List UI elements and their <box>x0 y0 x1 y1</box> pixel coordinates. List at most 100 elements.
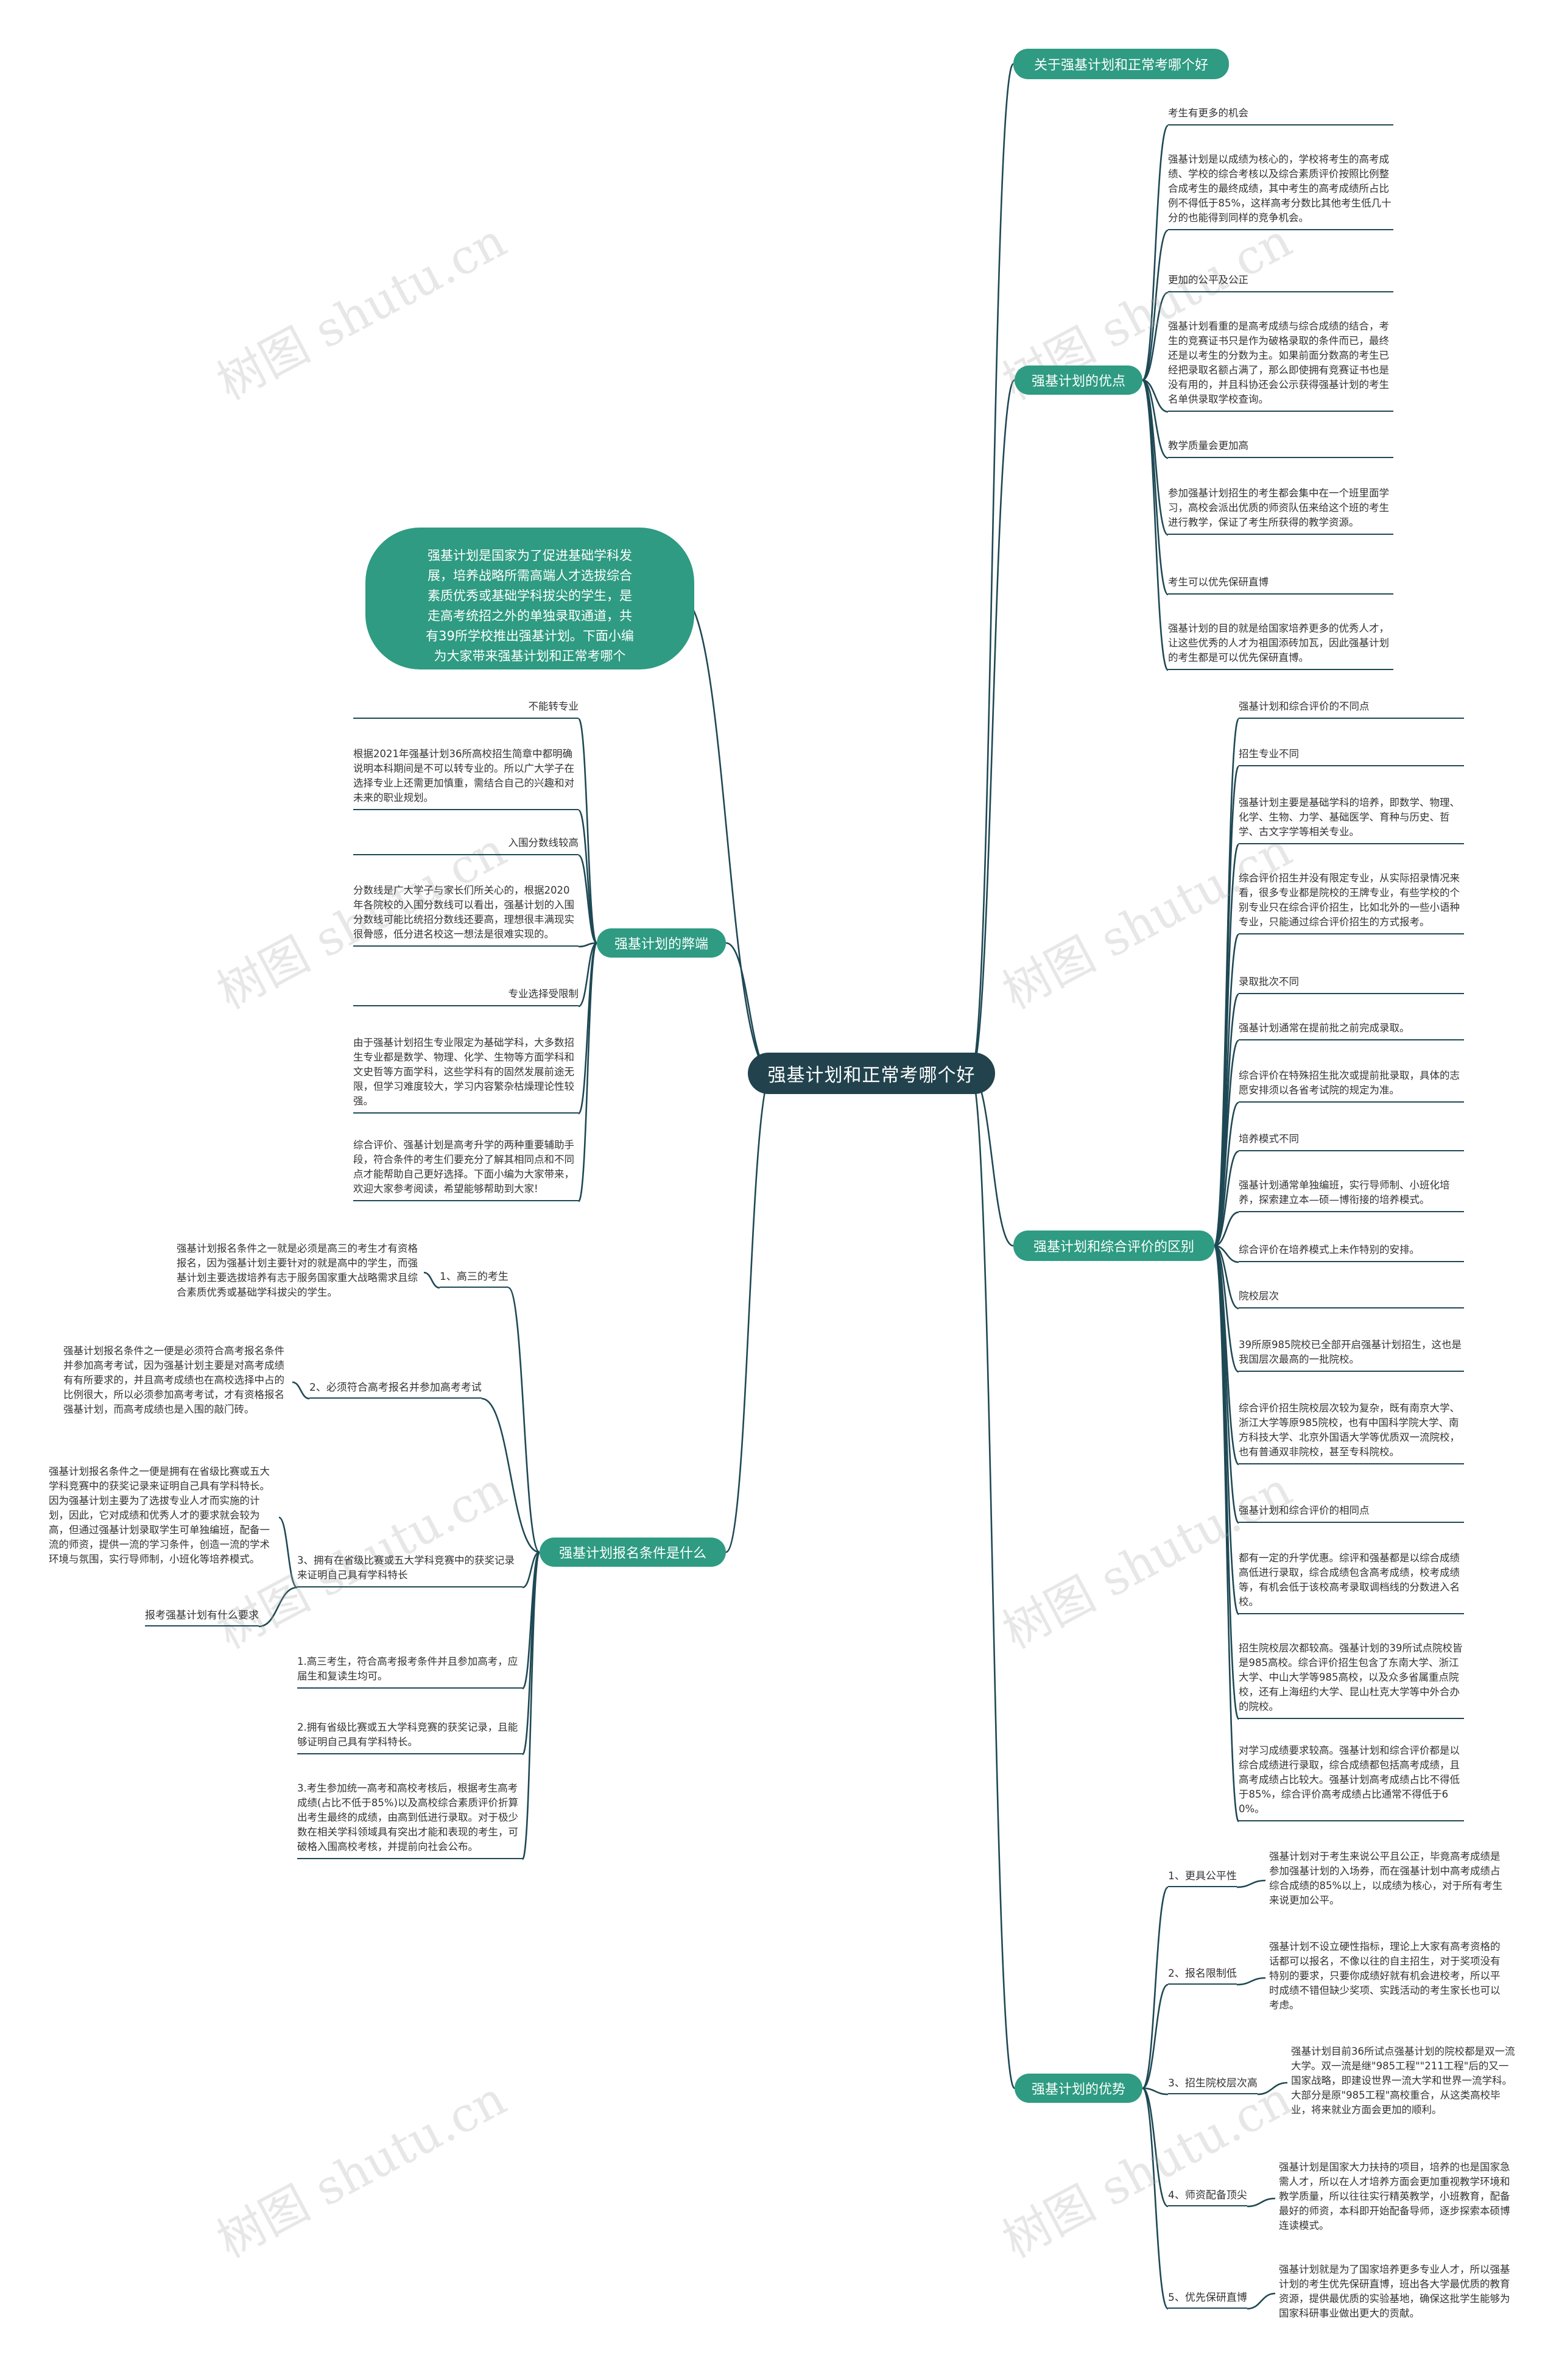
connector-line <box>578 942 597 1008</box>
connector-line <box>1213 1245 1240 1823</box>
diff-item: 招生院校层次都较高。强基计划的39所试点院校皆是985高校。综合评价招生包含了东… <box>1239 1641 1464 1719</box>
connector-line <box>577 942 598 1202</box>
cons-item: 专业选择受限制 <box>353 987 579 1006</box>
diff-item: 都有一定的升学优惠。综评和强基都是以综合成绩高低进行录取，综合成绩包含高考成绩，… <box>1239 1551 1464 1614</box>
connector-line <box>1247 2197 1276 2208</box>
cons-item: 不能转专业 <box>353 699 579 719</box>
connector-line <box>1142 2087 1169 2096</box>
cons-item: 综合评价、强基计划是高考升学的两种重要辅助手段，符合条件的考生们要充分了解其相同… <box>353 1138 579 1201</box>
connector-line <box>1213 843 1240 1247</box>
diff-item: 强基计划和综合评价的不同点 <box>1239 699 1464 719</box>
branch-about[interactable]: 关于强基计划和正常考哪个好 <box>1013 49 1229 79</box>
connector-line <box>1214 1101 1239 1247</box>
connector-line <box>577 718 598 944</box>
connector-line <box>1142 1983 1169 2089</box>
diff-item: 院校层次 <box>1239 1289 1464 1308</box>
req-item: 2、必须符合高考报名并参加高考考试 <box>309 1380 482 1399</box>
pros-item: 强基计划的目的就是给国家培养更多的优秀人才，让这些优秀的人才为祖国添砖加瓦，因此… <box>1168 621 1393 670</box>
connector-line <box>1142 291 1169 381</box>
connector-line <box>970 379 1016 1075</box>
connector-line <box>1142 2087 1169 2208</box>
connector-line <box>1142 229 1169 381</box>
connector-line <box>1141 379 1169 671</box>
req-item: 3、拥有在省级比赛或五大学科竞赛中的获奖记录来证明自己具有学科特长 <box>297 1553 523 1587</box>
connector-line <box>522 1551 540 1589</box>
diff-item: 综合评价招生并没有限定专业，从实际招录情况来看，很多专业都是院校的王牌专业，有些… <box>1239 871 1464 934</box>
connector-line <box>681 598 773 1075</box>
pros-item: 教学质量会更加高 <box>1168 439 1393 458</box>
branch-req[interactable]: 强基计划报名条件是什么 <box>540 1538 726 1567</box>
connector-line <box>1214 1211 1239 1247</box>
cons-item: 由于强基计划招生专业限定为基础学科，大多数招生专业都是数学、物理、化学、生物等方… <box>353 1036 579 1114</box>
pros-item: 参加强基计划招生的考生都会集中在一个班里面学习，高校会派出优质的师资队伍来给这个… <box>1168 486 1393 535</box>
req-detail: 强基计划报名条件之一就是必须是高三的考生才有资格报名，因为强基计划主要针对的就是… <box>177 1243 418 1298</box>
connector-line <box>1236 1977 1266 1986</box>
root-topic[interactable]: 强基计划和正常考哪个好 <box>748 1053 995 1094</box>
req-rule: 3.考生参加统一高考和高校考核后，根据考生高考成绩(占比不低于85%)以及高校综… <box>297 1781 523 1859</box>
diff-item: 综合评价招生院校层次较为复杂，既有南京大学、浙江大学等原985院校，也有中国科学… <box>1239 1401 1464 1464</box>
adv-detail: 强基计划对于考生来说公平且公正，毕竟高考成绩是参加强基计划的入场券，而在强基计划… <box>1269 1851 1503 1906</box>
pros-item: 考生有更多的机会 <box>1168 106 1393 125</box>
intro-bubble[interactable]: 强基计划是国家为了促进基础学科发展，培养战略所需高端人才选拔综合素质优秀或基础学… <box>365 528 694 683</box>
branch-adv[interactable]: 强基计划的优势 <box>1015 2074 1142 2103</box>
connector-line <box>258 1586 298 1628</box>
req-rule: 1.高三考生，符合高考报考条件并且参加高考，应届生和复读生均可。 <box>297 1654 523 1689</box>
diff-item: 培养模式不同 <box>1239 1132 1464 1151</box>
connector-line <box>1142 379 1169 413</box>
connector-line <box>521 1551 541 1860</box>
diff-item: 综合评价在培养模式上未作特别的安排。 <box>1239 1243 1464 1262</box>
req-detail: 强基计划报名条件之一便是必须符合高考报名条件并参加高考考试，因为强基计划主要是对… <box>63 1345 284 1415</box>
connector-line <box>1214 1245 1239 1373</box>
cons-item: 根据2021年强基计划36所高校招生简章中都明确说明本科期间是不可以转专业的。所… <box>353 747 579 810</box>
connector-line <box>1236 1879 1266 1888</box>
connector-line <box>970 1072 1016 2089</box>
req-note: 报考强基计划有什么要求 <box>145 1608 259 1626</box>
branch-diff[interactable]: 强基计划和综合评价的区别 <box>1013 1231 1214 1261</box>
cons-item: 入围分数线较高 <box>353 836 579 855</box>
diff-item: 综合评价在特殊招生批次或提前批录取，具体的志愿安排须以各省考试院的规定为准。 <box>1239 1068 1464 1103</box>
adv-item: 3、招生院校层次高 <box>1168 2076 1258 2094</box>
diff-item: 强基计划和综合评价的相同点 <box>1239 1503 1464 1523</box>
pros-item: 考生可以优先保研直博 <box>1168 575 1393 595</box>
adv-item: 5、优先保研直博 <box>1168 2290 1247 2309</box>
connector-line <box>1141 379 1169 596</box>
branch-cons[interactable]: 强基计划的弊端 <box>597 928 726 958</box>
connector-line <box>970 63 1015 1075</box>
pros-item: 更加的公平及公正 <box>1168 273 1393 292</box>
connector-line <box>1142 379 1169 459</box>
diff-item: 录取批次不同 <box>1239 975 1464 994</box>
connector-line <box>1214 1150 1239 1247</box>
diff-item: 强基计划通常单独编班，实行导师制、小班化培养，探索建立本—硕—博衔接的培养模式。 <box>1239 1178 1464 1212</box>
diff-item: 强基计划主要是基础学科的培养，即数学、物理、化学、生物、力学、基础医学、育种与历… <box>1239 796 1464 844</box>
pros-item: 强基计划是以成绩为核心的，学校将考生的高考成绩、学校的综合考核以及综合素质评价按… <box>1168 152 1393 230</box>
adv-detail: 强基计划就是为了国家培养更多专业人才，所以强基计划的考生优先保研直博，班出各大学… <box>1279 2264 1510 2319</box>
connector-line <box>508 1287 540 1553</box>
req-item: 1、高三的考生 <box>440 1269 509 1288</box>
connector-line <box>423 1271 440 1289</box>
diff-item: 39所原985院校已全部开启强基计划招生，这也是我国层次最高的一批院校。 <box>1239 1338 1464 1372</box>
connector-line <box>578 854 597 944</box>
adv-detail: 强基计划是国家大力扶持的项目，培养的也是国家急需人才，所以在人才培养方面会更加重… <box>1279 2161 1510 2231</box>
cons-item: 分数线是广大学子与家长们所关心的，根据2020年各院校的入围分数线可以看出，强基… <box>353 883 579 947</box>
connector-line <box>1141 124 1169 381</box>
connector-line <box>481 1397 540 1553</box>
adv-detail: 强基计划目前36所试点强基计划的院校都是双一流大学。双一流是继"985工程""2… <box>1291 2046 1515 2116</box>
connector-line <box>1213 1039 1240 1247</box>
req-rule: 2.拥有省级比赛或五大学科竞赛的获奖记录，且能够证明自己具有学科特长。 <box>297 1720 523 1754</box>
adv-item: 4、师资配备顶尖 <box>1168 2188 1247 2206</box>
connector-line <box>278 1516 298 1589</box>
branch-pros[interactable]: 强基计划的优点 <box>1015 365 1142 395</box>
req-detail: 强基计划报名条件之一便是拥有在省级比赛或五大学科竞赛中的获奖记录来证明自己具有学… <box>49 1466 270 1565</box>
diff-item: 对学习成绩要求较高。强基计划和综合评价都是以综合成绩进行录取，综合成绩都包括高考… <box>1239 1743 1464 1821</box>
diff-item: 招生专业不同 <box>1239 747 1464 766</box>
connector-line <box>292 1381 310 1400</box>
connector-line <box>1214 1245 1239 1310</box>
connector-line <box>1141 1886 1169 2089</box>
adv-item: 1、更具公平性 <box>1168 1869 1237 1887</box>
connector-line <box>1141 2087 1169 2310</box>
pros-item: 强基计划看重的是高考成绩与综合成绩的结合，考生的竞赛证书只是作为破格录取的条件而… <box>1168 319 1393 412</box>
connector-line <box>725 1072 773 1553</box>
connector-line <box>1257 2082 1288 2096</box>
